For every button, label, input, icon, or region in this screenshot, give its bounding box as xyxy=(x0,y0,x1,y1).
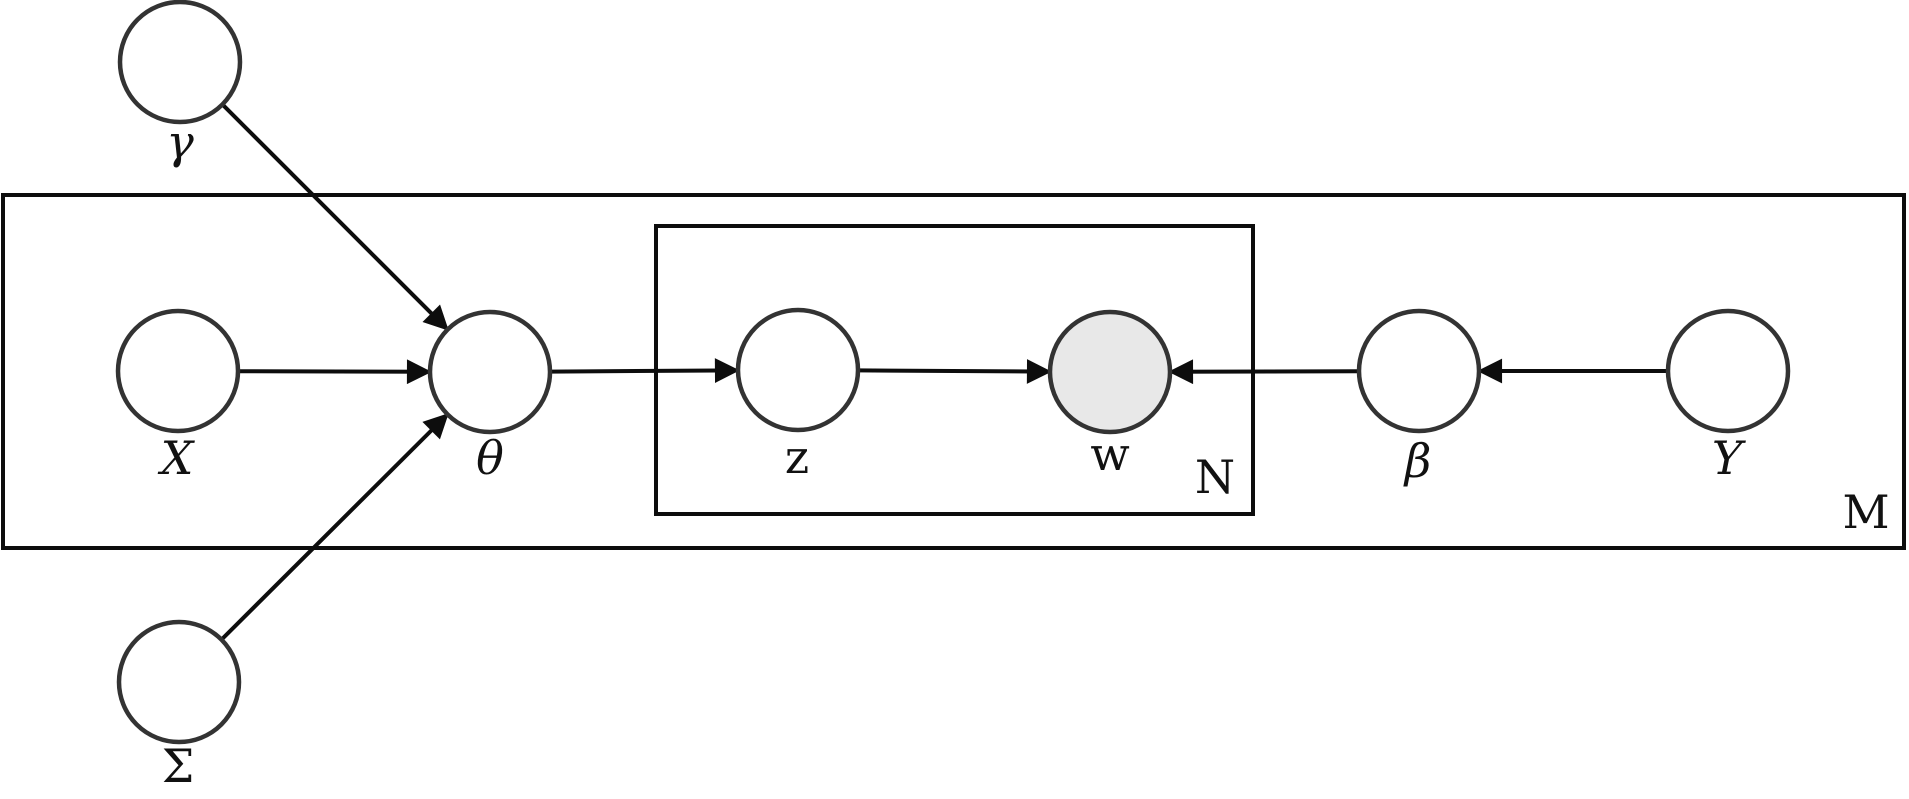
node-gamma xyxy=(117,0,243,125)
node-label-w: w xyxy=(1090,427,1129,481)
edge-X-to-theta xyxy=(237,359,432,385)
node-beta xyxy=(1356,308,1482,434)
node-Sigma xyxy=(116,619,242,745)
node-label-X: X xyxy=(158,431,196,485)
plate-M xyxy=(1,193,1906,550)
node-X xyxy=(115,308,241,434)
plate-label-M: M xyxy=(1842,485,1889,539)
edge-z-to-w xyxy=(857,359,1052,384)
node-label-gamma: γ xyxy=(166,115,194,169)
node-w-observed xyxy=(1047,309,1173,435)
edge-beta-to-w xyxy=(1168,359,1360,385)
plate-label-N: N xyxy=(1195,450,1235,504)
node-Y xyxy=(1665,308,1791,434)
node-label-beta: β xyxy=(1403,434,1432,488)
node-theta xyxy=(427,309,553,435)
node-label-Y: Y xyxy=(1712,431,1747,485)
edge-gamma-to-theta xyxy=(221,103,449,331)
node-label-theta: θ xyxy=(476,431,504,485)
node-label-Sigma: Σ xyxy=(162,739,195,793)
edge-Sigma-to-theta xyxy=(220,412,449,642)
node-label-z: z xyxy=(785,430,809,484)
node-z xyxy=(735,307,861,433)
edge-theta-to-z xyxy=(549,358,740,383)
